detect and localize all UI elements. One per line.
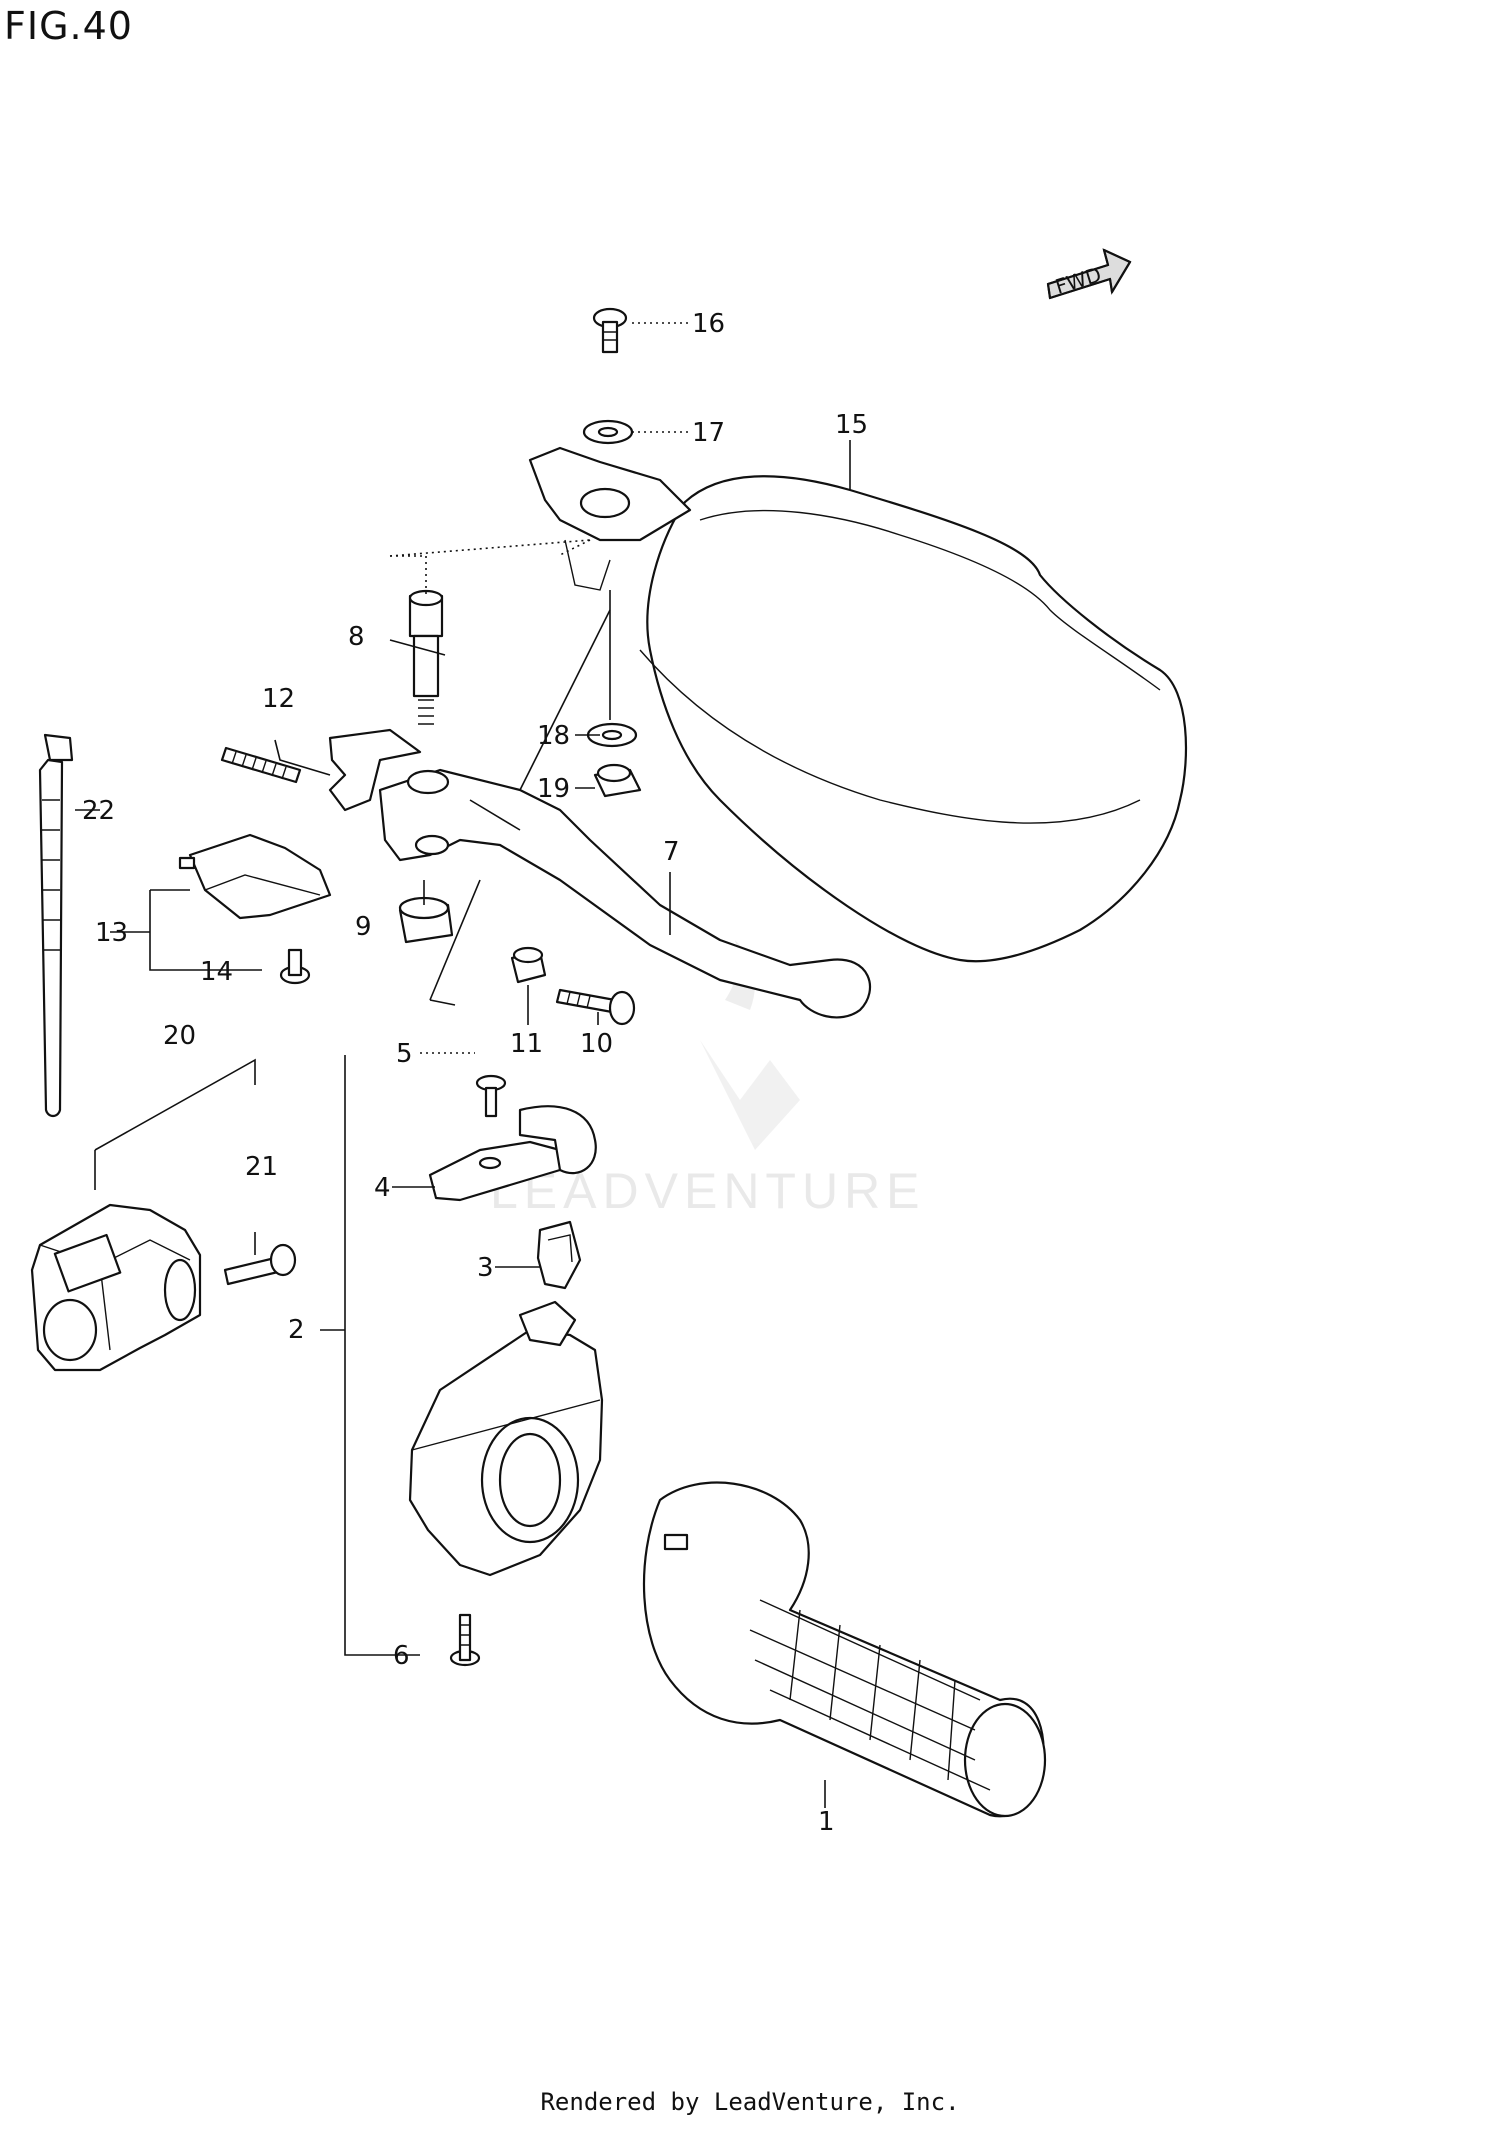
callout-22: 22 xyxy=(82,796,115,826)
clamp-part-4 xyxy=(428,1105,597,1202)
callout-2: 2 xyxy=(288,1315,305,1345)
watermark-text: LEADVENTURE xyxy=(490,1163,926,1219)
callout-11: 11 xyxy=(510,1029,543,1059)
hand-guard-part-15 xyxy=(528,446,1188,963)
pivot-bolt-part-8 xyxy=(408,589,444,725)
callout-7: 7 xyxy=(663,837,680,867)
callout-18: 18 xyxy=(537,721,570,751)
callout-3: 3 xyxy=(477,1253,494,1283)
callout-8: 8 xyxy=(348,622,365,652)
fwd-label: FWD xyxy=(1052,262,1104,299)
screw-part-6 xyxy=(449,1613,481,1667)
callout-4: 4 xyxy=(374,1173,391,1203)
forward-direction-badge: FWD xyxy=(1046,248,1132,300)
nut-part-11 xyxy=(510,946,547,984)
screw-part-14 xyxy=(279,948,311,985)
lever-holder-part-2 xyxy=(408,1300,604,1577)
washer-part-17 xyxy=(582,419,634,445)
grip-part-1 xyxy=(642,1481,1047,1818)
cable-holder-part-3 xyxy=(536,1220,582,1290)
switch-box-part-20 xyxy=(30,1203,202,1372)
callout-10: 10 xyxy=(580,1029,613,1059)
callout-21: 21 xyxy=(245,1152,278,1182)
cable-tie-part-22 xyxy=(38,733,74,1118)
callout-5: 5 xyxy=(396,1039,413,1069)
callout-20: 20 xyxy=(163,1021,196,1051)
switch-part-13 xyxy=(178,833,332,920)
callout-17: 17 xyxy=(692,418,725,448)
callout-15: 15 xyxy=(835,410,868,440)
bolt-part-21 xyxy=(223,1243,297,1286)
nut-part-19 xyxy=(593,763,642,798)
callout-9: 9 xyxy=(355,912,372,942)
footer-credit: Rendered by LeadVenture, Inc. xyxy=(540,2088,960,2116)
leader-lines xyxy=(75,322,851,1808)
callout-16: 16 xyxy=(692,309,725,339)
callout-6: 6 xyxy=(393,1641,410,1671)
screw-part-16 xyxy=(592,307,628,354)
callout-12: 12 xyxy=(262,684,295,714)
bolt-part-10 xyxy=(555,988,636,1026)
callout-19: 19 xyxy=(537,774,570,804)
callout-13: 13 xyxy=(95,918,128,948)
figure-title: FIG.40 xyxy=(4,4,133,48)
adjuster-screw-part-12 xyxy=(220,746,302,784)
callout-14: 14 xyxy=(200,957,233,987)
callout-1: 1 xyxy=(818,1807,835,1837)
screw-part-5 xyxy=(475,1074,507,1118)
callout-labels: 1 2 3 4 5 6 7 8 9 10 11 12 13 14 15 16 1… xyxy=(82,309,868,1837)
clutch-lever-part-7 xyxy=(328,728,872,1019)
bushing-part-9 xyxy=(398,896,454,944)
